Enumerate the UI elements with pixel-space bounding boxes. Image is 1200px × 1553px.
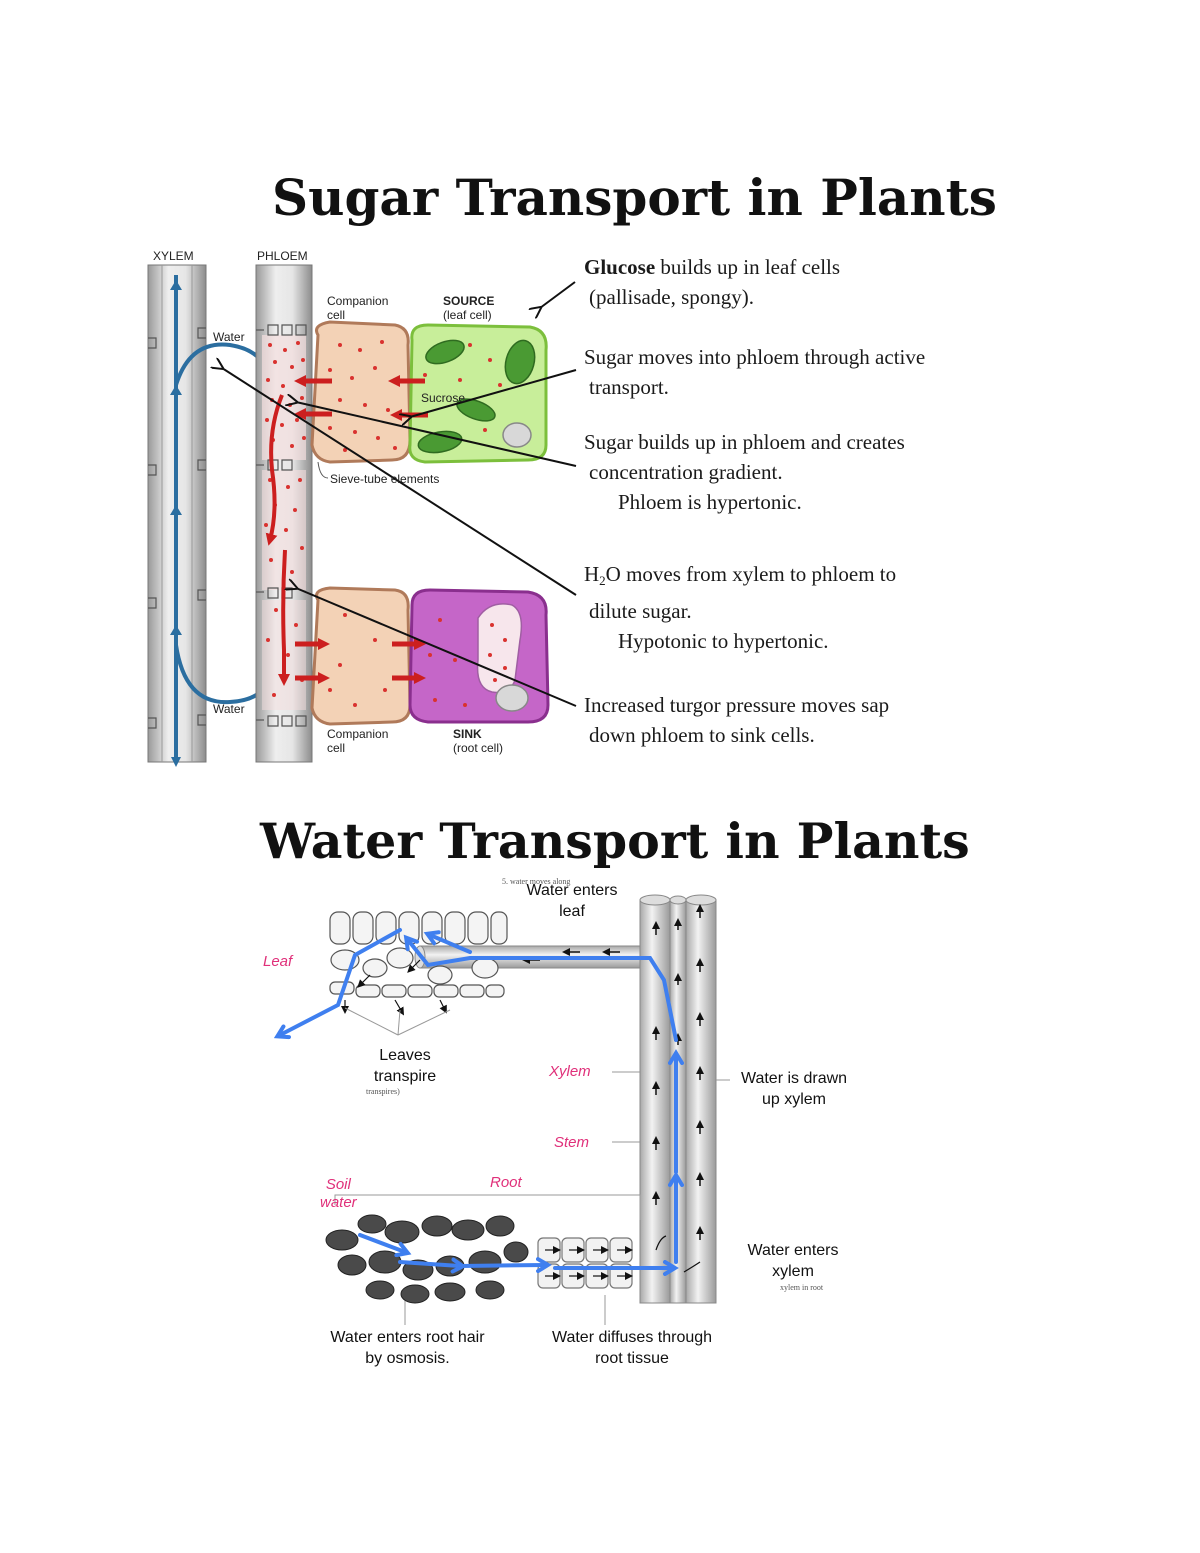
label-enters-xylem-1: Water enters bbox=[738, 1240, 848, 1261]
label-drawn-1: Water is drawn bbox=[732, 1068, 856, 1089]
label-soil-2: water bbox=[320, 1194, 357, 1212]
root-cells bbox=[538, 1238, 632, 1288]
label-enters-xylem-2: xylem bbox=[738, 1261, 848, 1282]
label-water-drawn: Water is drawn up xylem bbox=[732, 1068, 856, 1110]
label-root-hair-2: by osmosis. bbox=[315, 1348, 500, 1369]
label-root-hair-1: Water enters root hair bbox=[315, 1327, 500, 1348]
soil-particles bbox=[326, 1215, 528, 1303]
label-water-enters-leaf: Water enters leaf bbox=[517, 880, 627, 922]
label-stem: Stem bbox=[554, 1134, 589, 1151]
label-leaf: Leaf bbox=[263, 953, 292, 970]
label-root: Root bbox=[490, 1174, 522, 1191]
label-soil-1: Soil bbox=[320, 1176, 357, 1194]
label-water-enters-leaf-1: Water enters bbox=[517, 880, 627, 901]
label-leaves-1: Leaves bbox=[355, 1045, 455, 1066]
label-leaves-2: transpire bbox=[355, 1066, 455, 1087]
label-water-enters-leaf-2: leaf bbox=[517, 901, 627, 922]
label-diffuses-2: root tissue bbox=[538, 1348, 726, 1369]
label-drawn-2: up xylem bbox=[732, 1089, 856, 1110]
tiny-xylem-in-root: xylem in root bbox=[780, 1283, 823, 1292]
label-xylem-water: Xylem bbox=[549, 1063, 591, 1080]
tiny-transpires: transpires) bbox=[366, 1087, 400, 1096]
label-water-enters-xylem: Water enters xylem bbox=[738, 1240, 848, 1282]
label-diffuses: Water diffuses through root tissue bbox=[538, 1327, 726, 1369]
label-leaves-transpire: Leaves transpire bbox=[355, 1045, 455, 1087]
label-root-hair: Water enters root hair by osmosis. bbox=[315, 1327, 500, 1369]
label-diffuses-1: Water diffuses through bbox=[538, 1327, 726, 1348]
label-soil-water: Soil water bbox=[320, 1176, 357, 1212]
